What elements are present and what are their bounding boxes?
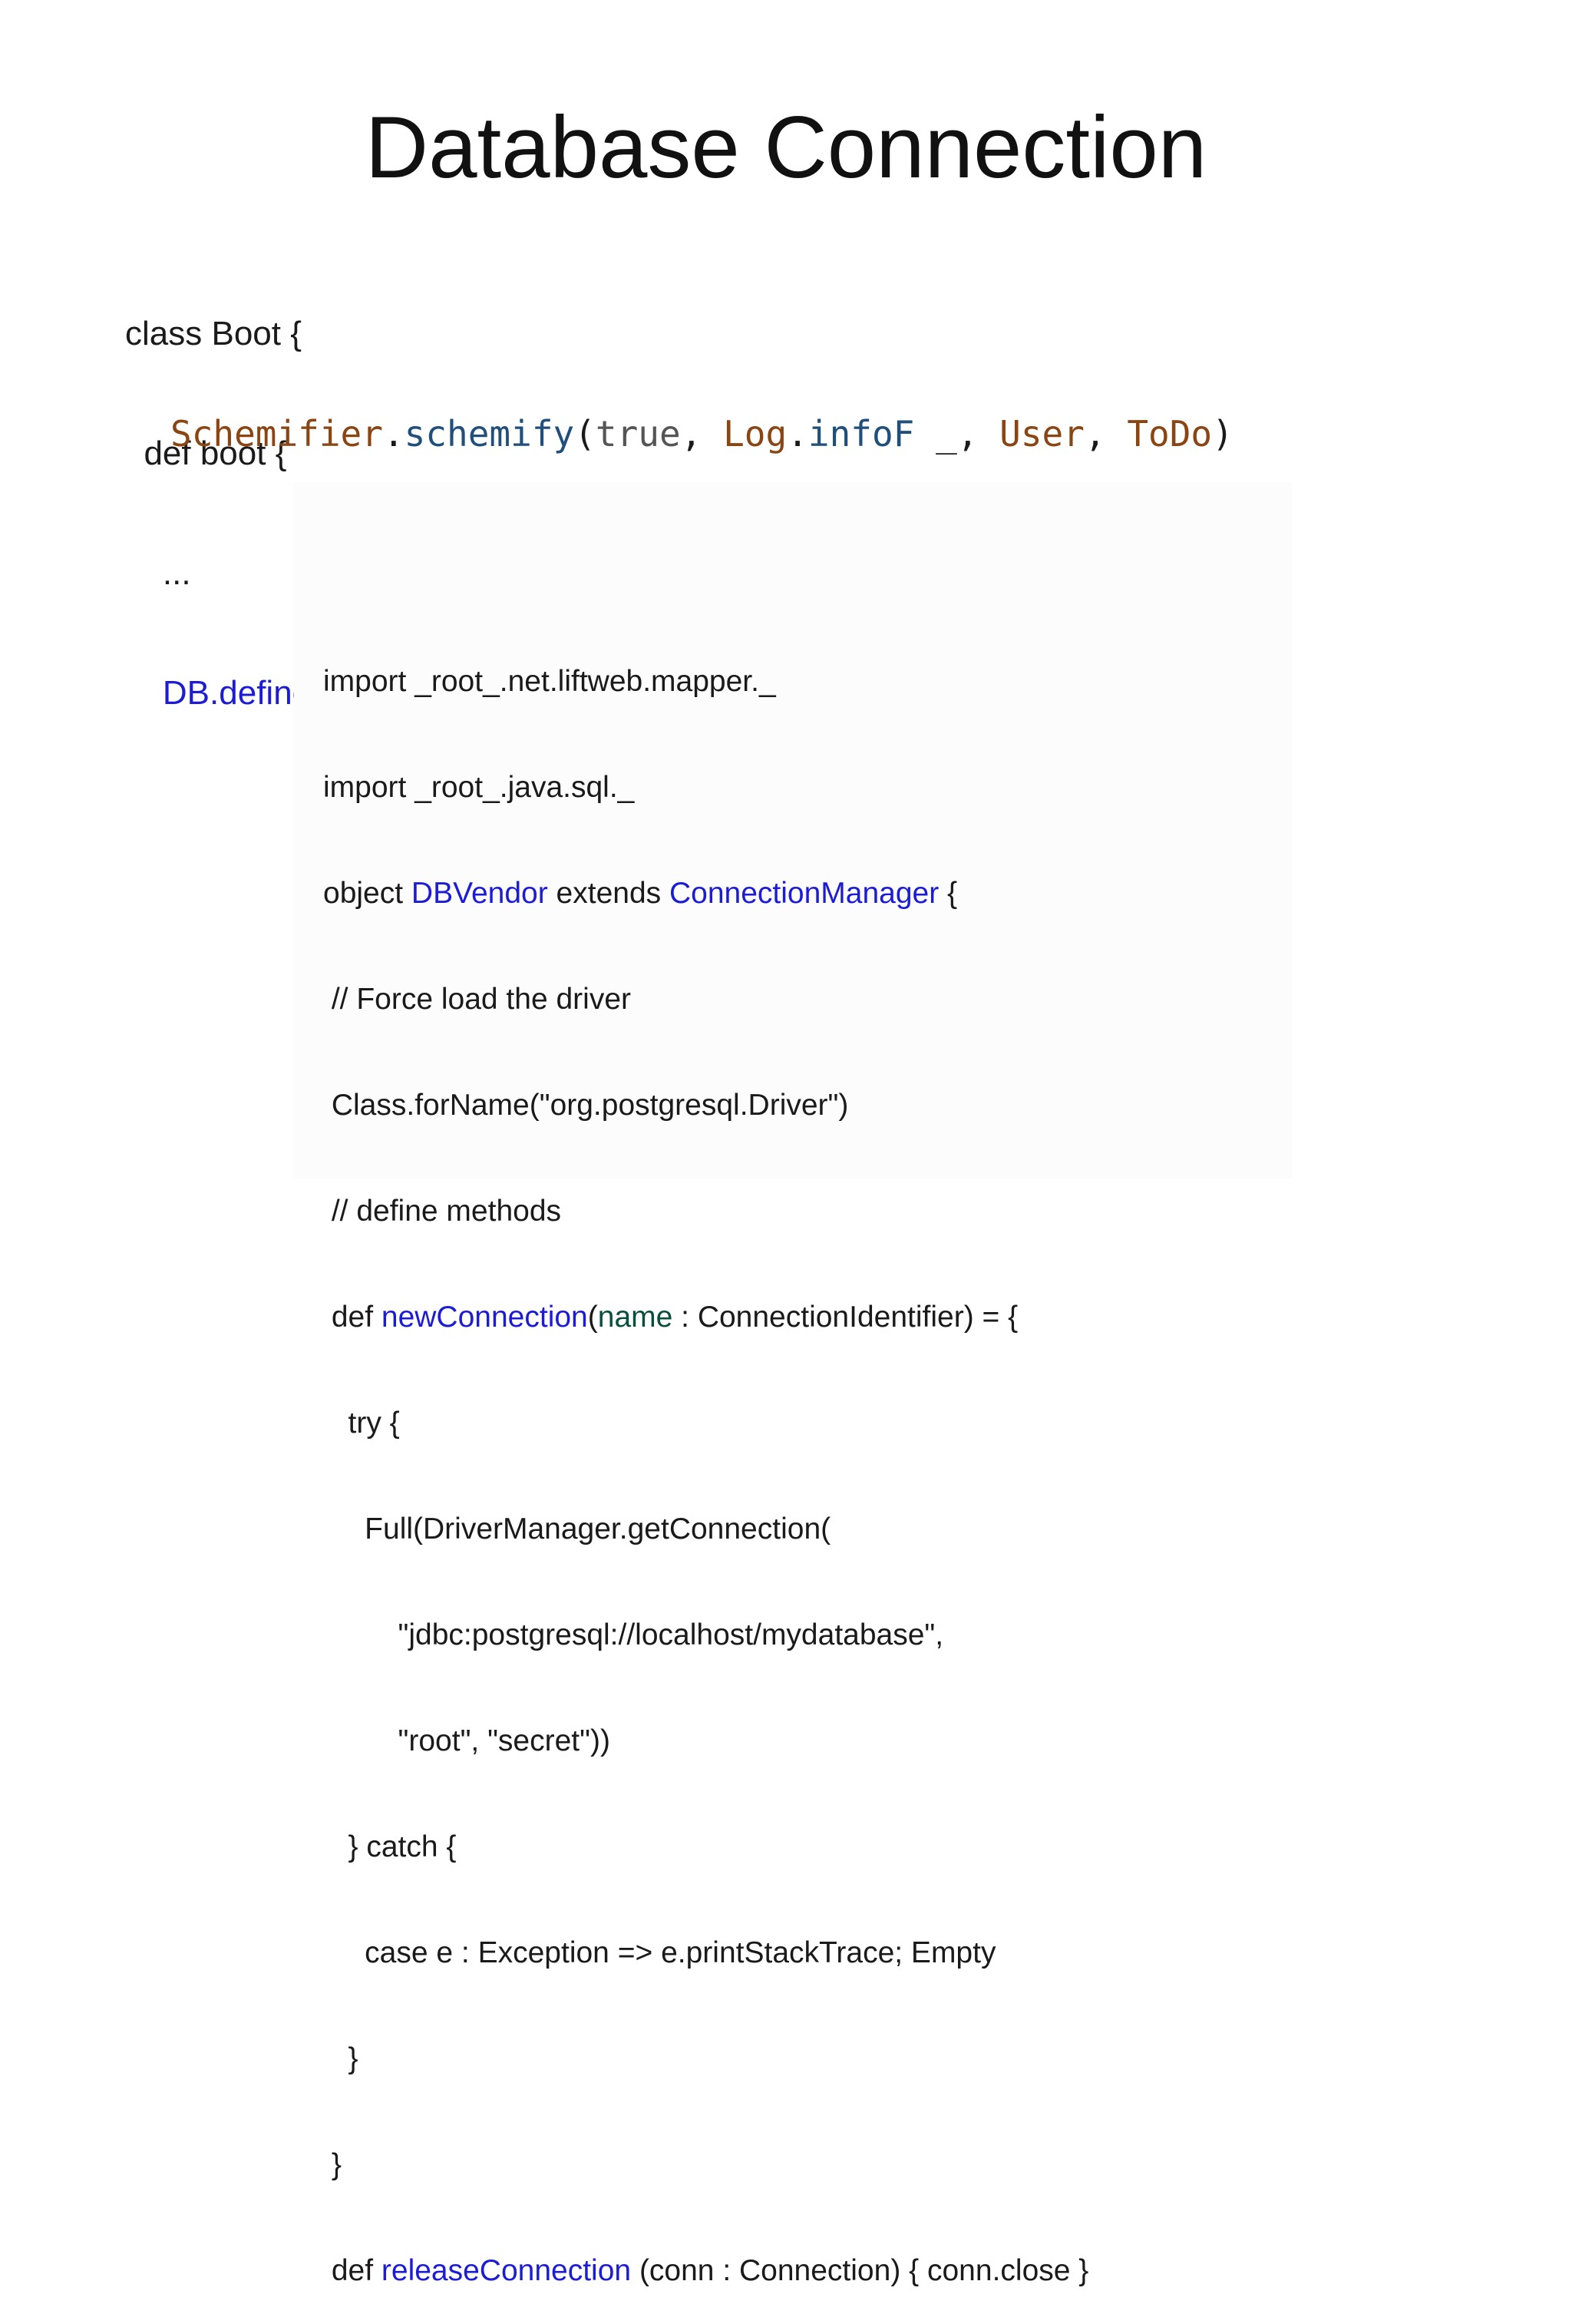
code-line: case e : Exception => e.printStackTrace;… bbox=[323, 1936, 996, 1969]
code-line: class Boot { bbox=[125, 315, 302, 352]
code-token: (conn : Connection) { conn.close } bbox=[631, 2254, 1089, 2287]
code-line: Class.forName("org.postgresql.Driver") bbox=[323, 1089, 849, 1122]
code-token: User bbox=[999, 413, 1085, 455]
code-token: ( bbox=[574, 413, 596, 455]
code-line: } catch { bbox=[323, 1830, 457, 1863]
code-token: . bbox=[787, 413, 808, 455]
code-token: Log bbox=[723, 413, 788, 455]
code-line: def newConnection(name : ConnectionIdent… bbox=[323, 1300, 1088, 1335]
code-token: ToDo bbox=[1127, 413, 1213, 455]
code-token: , bbox=[680, 413, 724, 455]
code-token: schemify bbox=[404, 413, 575, 455]
code-line: "jdbc:postgresql://localhost/mydatabase"… bbox=[323, 1618, 944, 1651]
code-token: . bbox=[382, 413, 405, 455]
code-token: ( bbox=[587, 1301, 598, 1334]
code-line: try { bbox=[323, 1407, 400, 1440]
code-line: Full(DriverManager.getConnection( bbox=[323, 1512, 831, 1545]
code-token: object bbox=[323, 877, 411, 910]
code-comment: // Force load the driver bbox=[323, 983, 632, 1016]
code-token: DBVendor bbox=[411, 877, 548, 910]
code-line: ... bbox=[125, 554, 191, 592]
code-token: Schemifier bbox=[170, 413, 383, 455]
code-panel-background bbox=[294, 482, 1292, 1179]
schemify-code-line: Schemifier.schemify(true, Log.infoF _, U… bbox=[170, 412, 1233, 456]
code-token: infoF bbox=[807, 413, 915, 455]
code-token: releaseConnection bbox=[381, 2254, 632, 2287]
code-line: import _root_.java.sql._ bbox=[323, 771, 635, 804]
code-token: def bbox=[323, 2254, 381, 2287]
code-line: } bbox=[323, 2042, 358, 2075]
code-token: ) bbox=[1212, 413, 1233, 455]
code-token: def bbox=[323, 1301, 381, 1334]
dbvendor-code: import _root_.net.liftweb.mapper._ impor… bbox=[323, 593, 1088, 2324]
code-line: def boot { bbox=[125, 435, 287, 472]
code-token: { bbox=[939, 877, 958, 910]
code-token: name bbox=[597, 1301, 673, 1334]
code-line: "root", "secret")) bbox=[323, 1724, 610, 1757]
code-token: , bbox=[956, 413, 1000, 455]
code-token: _ bbox=[914, 413, 957, 455]
code-line: def releaseConnection (conn : Connection… bbox=[323, 2253, 1088, 2289]
code-line: } bbox=[323, 2148, 342, 2181]
code-token: extends bbox=[547, 877, 669, 910]
code-comment: // define methods bbox=[323, 1195, 562, 1228]
code-token: , bbox=[1084, 413, 1128, 455]
code-token: true bbox=[595, 413, 681, 455]
slide-title: Database Connection bbox=[365, 99, 1207, 197]
code-line: object DBVendor extends ConnectionManage… bbox=[323, 876, 1088, 911]
code-token: ConnectionManager bbox=[669, 877, 940, 910]
code-line: import _root_.net.liftweb.mapper._ bbox=[323, 665, 776, 698]
code-token: : ConnectionIdentifier) = { bbox=[672, 1301, 1019, 1334]
code-token: newConnection bbox=[381, 1301, 588, 1334]
